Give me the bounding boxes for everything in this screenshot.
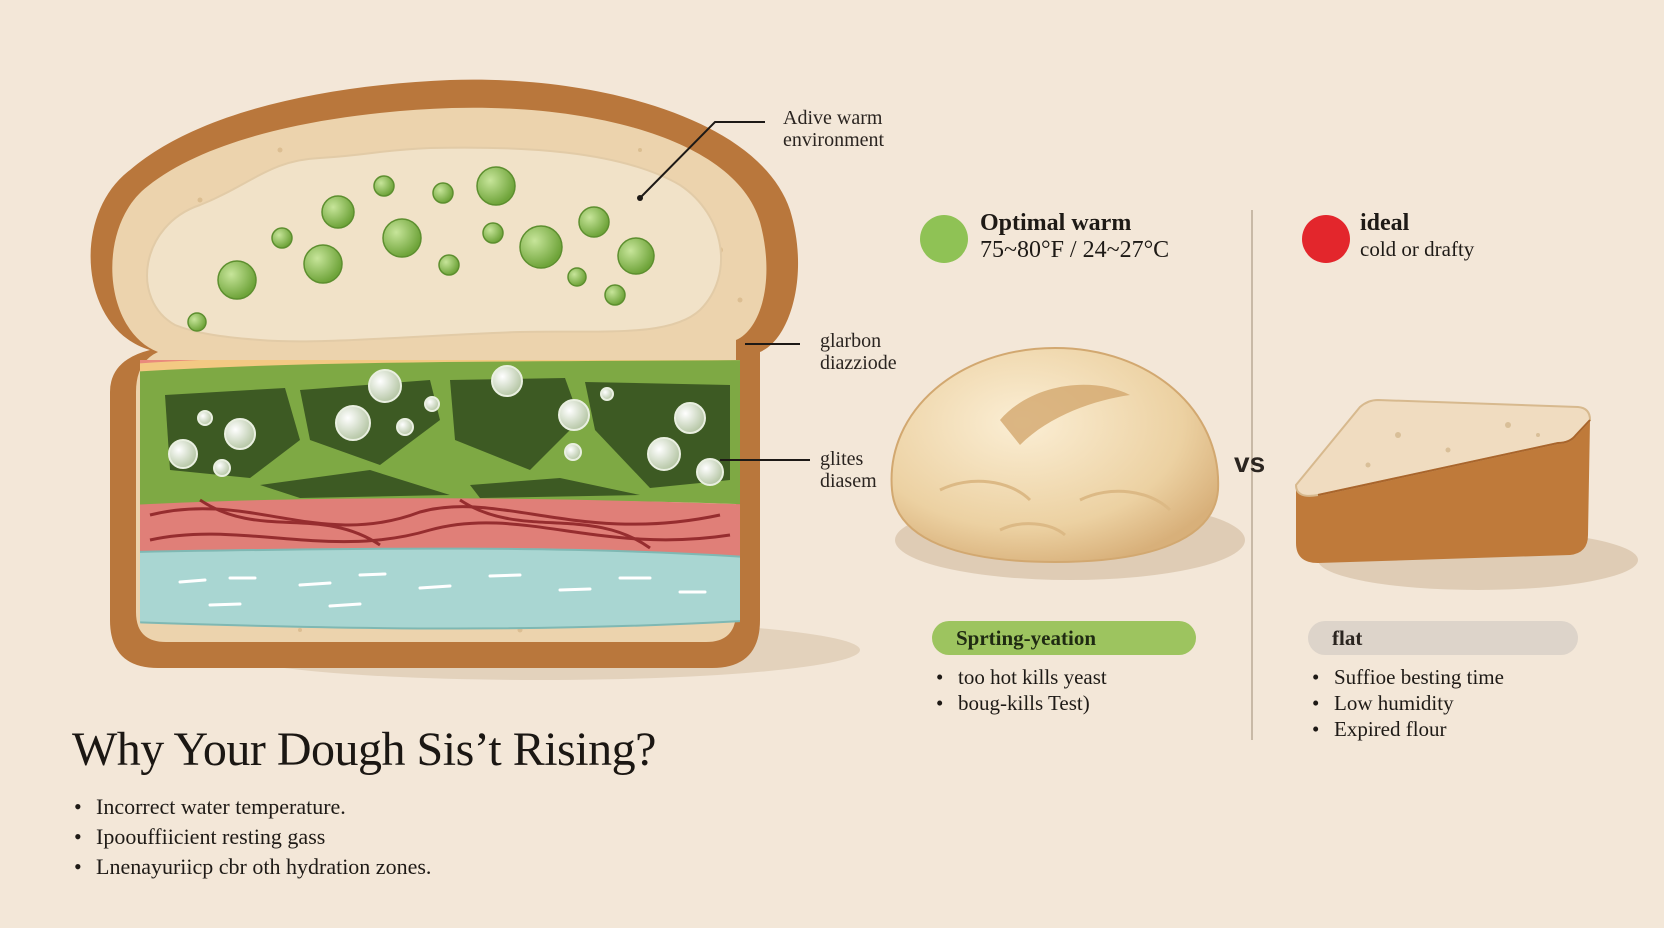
mesh-strands xyxy=(149,498,731,550)
bad-legend-subtitle: cold or drafty xyxy=(1360,237,1475,261)
callout-gluten-line1: glites xyxy=(820,448,864,470)
callout-carbon-dioxide: glarbon diazziode xyxy=(820,330,897,374)
risen-loaf-illustration xyxy=(890,346,1245,580)
dough-layers xyxy=(140,360,740,630)
cause-item: Ipoouffiicient resting gass xyxy=(74,822,431,852)
good-legend-title: Optimal warm xyxy=(980,210,1132,236)
callout-co2-line2: diazziode xyxy=(820,352,897,374)
callout-line-warm xyxy=(639,121,765,199)
callout-warm-line1: Adive warm xyxy=(783,107,883,129)
yeast-bubbles xyxy=(187,166,655,332)
good-legend-subtitle: 75~80°F / 24~27°C xyxy=(980,237,1170,263)
bad-result-pill: flat xyxy=(1308,621,1578,655)
bad-result-list: Suffioe besting time Low humidity Expire… xyxy=(1312,664,1504,742)
water-dashes xyxy=(178,572,707,608)
good-result-item: too hot kills yeast xyxy=(936,664,1107,690)
gas-bubbles xyxy=(168,365,724,486)
callout-gluten-line2: diasem xyxy=(820,470,877,492)
callout-gluten: glites diasem xyxy=(820,448,877,492)
page-title: Why Your Dough Sis’t Rising? xyxy=(72,723,656,776)
vs-label: vs xyxy=(1234,447,1266,478)
bad-result-item: Suffioe besting time xyxy=(1312,664,1504,690)
hydration-layer xyxy=(140,547,740,630)
protein-mesh-layer xyxy=(140,498,740,558)
red-dot-icon xyxy=(1302,215,1350,263)
good-result-pill: Sprting-yeation xyxy=(932,621,1196,655)
dough-mass xyxy=(146,146,722,343)
causes-list: Incorrect water temperature. Ipoouffiici… xyxy=(74,792,431,882)
comparison-divider xyxy=(1251,210,1253,740)
bad-result-item: Low humidity xyxy=(1312,690,1504,716)
callout-co2-line1: glarbon xyxy=(820,330,882,352)
callout-warm-line2: environment xyxy=(783,129,885,151)
good-result-item: boug-kills Test) xyxy=(936,690,1107,716)
green-dot-icon xyxy=(920,215,968,263)
cause-item: Lnenayuriicp cbr oth hydration zones. xyxy=(74,852,431,882)
flat-bread-illustration xyxy=(1294,398,1638,590)
cause-item: Incorrect water temperature. xyxy=(74,792,431,822)
bread-cross-section-illustration xyxy=(90,79,860,680)
bad-result-item: Expired flour xyxy=(1312,716,1504,742)
good-legend: Optimal warm 75~80°F / 24~27°C xyxy=(980,210,1169,264)
bad-legend: ideal cold or drafty xyxy=(1360,210,1474,262)
callout-warm-environment: Adive warm environment xyxy=(783,107,884,151)
good-result-list: too hot kills yeast boug-kills Test) xyxy=(936,664,1107,716)
bad-legend-title: ideal xyxy=(1360,210,1410,236)
